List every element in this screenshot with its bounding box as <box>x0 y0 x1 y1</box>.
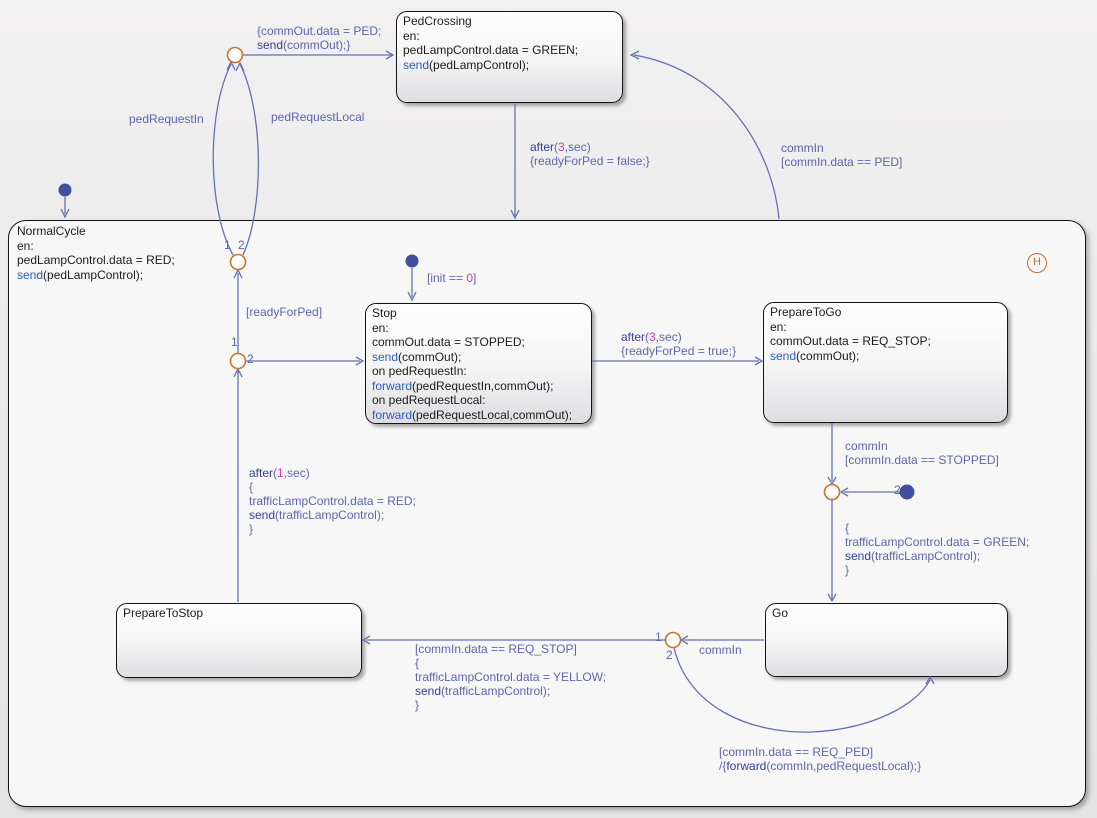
arrowhead <box>510 209 520 220</box>
history-junction[interactable]: H <box>1027 253 1047 273</box>
default-transition-dot[interactable] <box>405 254 419 268</box>
arrowhead <box>827 593 837 603</box>
state-title: Stop <box>372 306 397 320</box>
arrowhead <box>629 50 640 60</box>
transition-normalcycle-to-pedcrossing[interactable] <box>633 54 780 220</box>
transition-go-self-loop[interactable] <box>673 647 931 733</box>
state-action: forward(pedRequestIn,commOut); <box>372 378 554 393</box>
transition-label-pedrequestin[interactable]: pedRequestIn <box>129 112 204 126</box>
transition-label-junction-to-preparetostop[interactable]: [commIn.data == REQ_STOP] { trafficLampC… <box>415 642 607 712</box>
state-action: pedLampControl.data = RED; <box>17 253 175 267</box>
junction-order-number: 2 <box>238 238 245 252</box>
state-action: commOut.data = STOPPED; <box>372 335 525 349</box>
junction-order-number: 1 <box>655 630 662 644</box>
arrowhead <box>407 291 417 302</box>
arrowhead <box>60 208 70 219</box>
transition-label-preparetostop-to-junction[interactable]: after(1,sec) { trafficLampControl.data =… <box>249 466 416 536</box>
state-action: send(pedLampControl); <box>17 267 144 282</box>
default-transition-dot[interactable] <box>58 183 72 197</box>
state-action: on pedRequestLocal: <box>372 393 486 407</box>
transition-label-normalcycle-to-pedcrossing[interactable]: commIn [commIn.data == PED] <box>781 141 903 169</box>
junction-a[interactable] <box>229 253 247 271</box>
arrowhead <box>839 487 849 497</box>
state-pedcrossing[interactable]: PedCrossing en: pedLampControl.data = GR… <box>396 11 623 103</box>
state-go[interactable]: Go <box>765 603 1008 677</box>
state-title: PedCrossing <box>403 14 472 28</box>
arrowhead <box>235 61 245 72</box>
state-action: forward(pedRequestLocal,commOut); <box>372 407 573 422</box>
arrowhead <box>385 50 395 60</box>
arrowhead <box>925 675 935 685</box>
transition-label-pedrequestlocal[interactable]: pedRequestLocal <box>271 110 365 124</box>
state-action: send(commOut); <box>770 348 860 363</box>
junction-order-number: 2 <box>247 352 254 366</box>
state-action: on pedRequestIn: <box>372 364 467 378</box>
state-action: pedLampControl.data = GREEN; <box>403 43 579 57</box>
state-action: send(pedLampControl); <box>403 57 530 72</box>
junction-order-number: 2 <box>666 648 673 662</box>
junction-order-number: 1 <box>231 335 238 349</box>
state-preparetostop[interactable]: PrepareToStop <box>116 603 362 678</box>
junction-d[interactable] <box>664 631 682 649</box>
state-normalcycle-label: NormalCycle en: pedLampControl.data = RE… <box>17 224 175 282</box>
default-transition-dot[interactable] <box>899 484 915 500</box>
state-action: commOut.data = REQ_STOP; <box>770 334 931 348</box>
transition-label-junction-to-go[interactable]: { trafficLampControl.data = GREEN; send(… <box>845 521 1030 577</box>
arrowhead <box>754 356 764 366</box>
transition-label-preparetogo-to-junction[interactable]: commIn [commIn.data == STOPPED] <box>845 439 999 467</box>
state-en: en: <box>403 28 420 43</box>
arrowhead <box>361 635 371 645</box>
junction-c[interactable] <box>823 483 841 501</box>
transition-label-go-self-loop[interactable]: [commIn.data == REQ_PED] /{forward(commI… <box>719 745 922 773</box>
state-en: en: <box>770 319 787 334</box>
state-title: Go <box>772 606 789 620</box>
state-title: NormalCycle <box>17 224 86 238</box>
state-en: en: <box>17 238 34 253</box>
transition-label-readyforped[interactable]: [readyForPed] <box>246 305 323 319</box>
transition-label-go-to-junction[interactable]: commIn <box>699 643 742 657</box>
transition-pedrequestlocal[interactable] <box>239 63 260 256</box>
junction-order-number: 2 <box>894 483 901 497</box>
state-title: PrepareToGo <box>770 305 842 319</box>
transition-label-junction-to-pedcrossing[interactable]: {commOut.data = PED; send(commOut);} <box>257 24 382 52</box>
transition-label-pedcrossing-to-normalcycle[interactable]: after(3,sec) {readyForPed = false;} <box>530 140 650 168</box>
state-title: PrepareToStop <box>123 606 204 620</box>
state-stop[interactable]: Stop en: commOut.data = STOPPED; send(co… <box>365 303 592 424</box>
arrowhead <box>355 356 365 366</box>
state-preparetogo[interactable]: PrepareToGo en: commOut.data = REQ_STOP;… <box>763 302 1008 423</box>
transition-label-stop-to-preparetogo[interactable]: after(3,sec) {readyForPed = true;} <box>621 330 737 358</box>
state-action: send(commOut); <box>372 349 462 364</box>
state-en: en: <box>372 320 389 335</box>
transition-pedrequestin[interactable] <box>212 63 234 256</box>
transition-label-default-to-stop[interactable]: [init == 0] <box>427 271 477 285</box>
junction-b[interactable] <box>229 352 247 370</box>
junction-order-number: 1 <box>224 238 231 252</box>
junction-top[interactable] <box>226 46 244 64</box>
